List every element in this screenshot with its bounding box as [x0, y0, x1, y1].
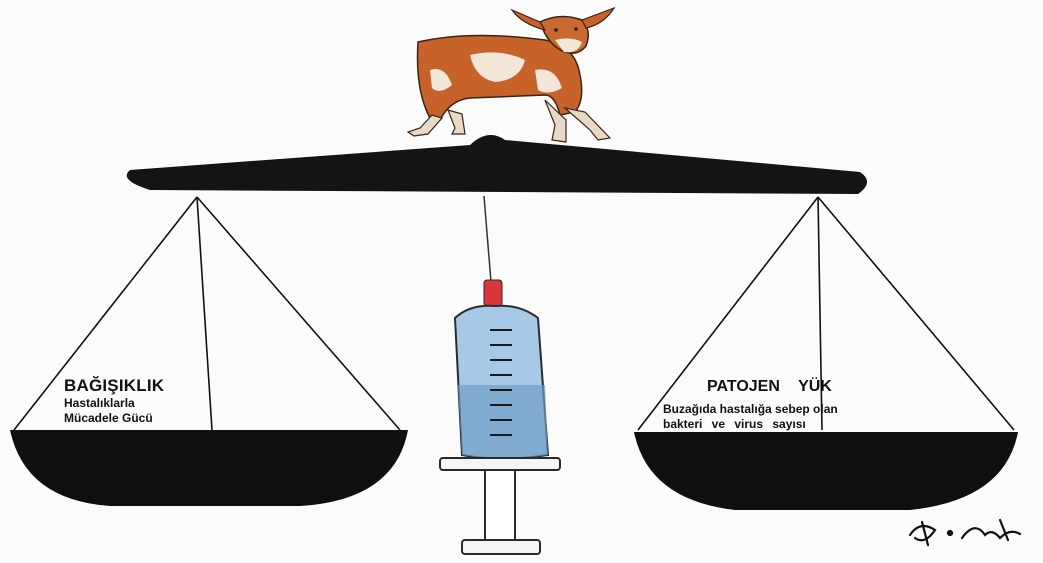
immunity-description-line2: Mücadele Gücü [64, 411, 153, 425]
balance-beam [126, 135, 868, 194]
artist-signature [908, 518, 1022, 547]
pathogen-load-title: PATOJEN YÜK [707, 378, 832, 395]
left-pan [10, 430, 408, 506]
right-pan-strings [637, 196, 1015, 431]
left-pan-strings [13, 196, 401, 431]
right-pan [634, 432, 1018, 510]
immunity-description-line1: Hastalıklarla [64, 396, 135, 410]
pathogen-description-line1: Buzağıda hastalığa sebep olan [663, 402, 838, 416]
immunity-title: BAĞIŞIKLIK [64, 376, 165, 395]
pathogen-description-line2: bakteri ve virus sayısı [663, 417, 806, 431]
calf-illustration [406, 6, 616, 143]
syringe-illustration [439, 195, 561, 555]
